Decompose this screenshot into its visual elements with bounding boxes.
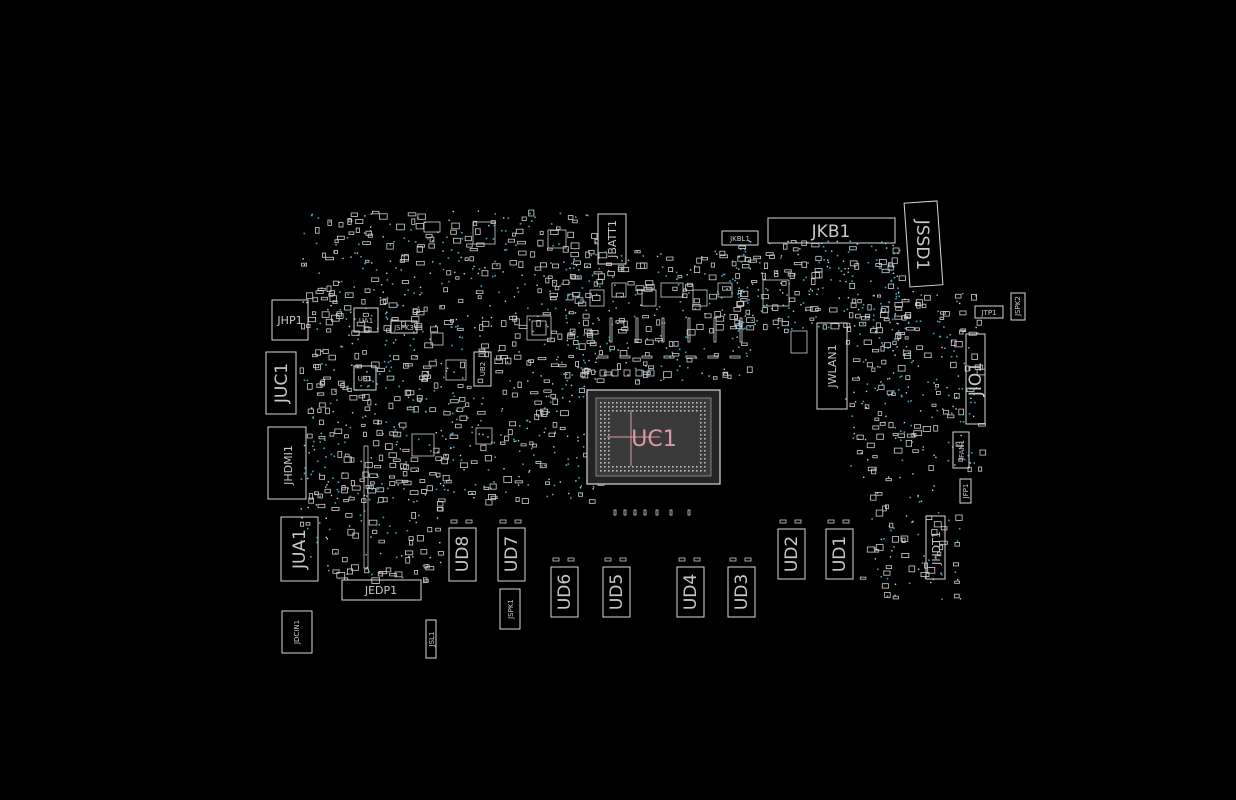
label-jbatt1: JBATT1 bbox=[606, 220, 619, 259]
component-jio1[interactable]: JIO1 bbox=[965, 333, 986, 425]
component-jhdmi1[interactable]: JHDMI1 bbox=[267, 426, 307, 500]
label-jspk1: JSPK1 bbox=[507, 599, 515, 620]
label-jhp1: JHP1 bbox=[276, 314, 302, 327]
small-parts-layer bbox=[299, 209, 987, 601]
label-ua1: UA1 bbox=[359, 317, 373, 325]
label-jdcin1: JDCIN1 bbox=[293, 620, 301, 645]
component-ua1[interactable]: UA1 bbox=[353, 307, 379, 333]
memory-chips: UD8 UD7 UD6 UD5 UD4 UD3 UD2 UD1 bbox=[448, 527, 854, 618]
label-ud1: UD1 bbox=[830, 536, 850, 572]
component-ud6[interactable]: UD6 bbox=[550, 566, 579, 618]
component-jwlan1[interactable]: JWLAN1 bbox=[816, 322, 848, 410]
label-juc1: JUC1 bbox=[272, 363, 292, 404]
component-jtp1[interactable]: JTP1 bbox=[974, 305, 1004, 319]
cpu-ball-grid bbox=[600, 402, 706, 472]
label-jhdt1: JHDT1 bbox=[930, 531, 943, 566]
component-jfp1[interactable]: JFP1 bbox=[959, 478, 972, 504]
label-ud6: UD6 bbox=[555, 574, 575, 610]
component-jedp1[interactable]: JEDP1 bbox=[341, 445, 422, 601]
label-ud2: UD2 bbox=[782, 536, 802, 572]
component-ud5[interactable]: UD5 bbox=[602, 566, 631, 618]
component-jspk3[interactable]: JSPK3 bbox=[390, 320, 418, 334]
label-ub2: UB2 bbox=[479, 362, 487, 376]
component-jkb1[interactable]: JKB1 bbox=[767, 217, 896, 244]
label-jssd1: JSSD1 bbox=[912, 219, 932, 271]
component-ud4[interactable]: UD4 bbox=[676, 566, 705, 618]
label-ud8: UD8 bbox=[453, 536, 473, 572]
component-ub1[interactable]: UB1 bbox=[353, 365, 377, 391]
label-jtp1: JTP1 bbox=[980, 309, 996, 317]
component-jdcin1[interactable]: JDCIN1 bbox=[281, 610, 313, 654]
cap-columns bbox=[450, 317, 850, 562]
label-jua1: JUA1 bbox=[290, 529, 310, 570]
label-jfp1: JFP1 bbox=[962, 484, 970, 500]
component-jssd1[interactable]: JSSD1 bbox=[903, 200, 944, 288]
component-ud2[interactable]: UD2 bbox=[777, 528, 806, 580]
component-ub2[interactable]: UB2 bbox=[473, 351, 492, 387]
label-jhdmi1: JHDMI1 bbox=[282, 445, 295, 486]
component-jsl1[interactable]: JSL1 bbox=[425, 619, 437, 659]
component-ud3[interactable]: UD3 bbox=[727, 566, 756, 618]
label-jspk2: JSPK2 bbox=[1014, 296, 1022, 317]
component-jspk1[interactable]: JSPK1 bbox=[499, 588, 521, 630]
label-jwlan1: JWLAN1 bbox=[826, 344, 839, 388]
component-ud8[interactable]: UD8 bbox=[448, 527, 477, 582]
component-jfan1[interactable]: JFAN1 bbox=[952, 431, 970, 469]
label-jkb1: JKB1 bbox=[811, 222, 851, 242]
label-ud4: UD4 bbox=[681, 574, 701, 610]
component-uc1[interactable]: UC1 bbox=[586, 389, 721, 485]
label-jkbl1: JKBL1 bbox=[729, 235, 750, 243]
label-jedp1: JEDP1 bbox=[364, 584, 397, 597]
component-juc1[interactable]: JUC1 bbox=[265, 351, 297, 415]
label-ud7: UD7 bbox=[502, 536, 522, 572]
label-jio1: JIO1 bbox=[966, 362, 986, 397]
component-jua1[interactable]: JUA1 bbox=[280, 516, 319, 582]
component-ud7[interactable]: UD7 bbox=[497, 527, 526, 582]
label-jsl1: JSL1 bbox=[428, 632, 436, 648]
component-jhp1[interactable]: JHP1 bbox=[271, 299, 309, 341]
label-uc1: UC1 bbox=[631, 427, 676, 452]
component-jspk2[interactable]: JSPK2 bbox=[1010, 292, 1026, 321]
misc-chips bbox=[411, 221, 808, 457]
component-jhdt1[interactable]: JHDT1 bbox=[925, 515, 946, 580]
label-ud3: UD3 bbox=[732, 574, 752, 610]
component-jbatt1[interactable]: JBATT1 bbox=[597, 213, 627, 265]
component-ud1[interactable]: UD1 bbox=[825, 528, 854, 580]
component-jkbl1[interactable]: JKBL1 bbox=[721, 230, 759, 246]
label-jspk3: JSPK3 bbox=[393, 324, 414, 332]
label-ub1: UB1 bbox=[358, 375, 372, 383]
label-ud5: UD5 bbox=[607, 574, 627, 610]
label-jfan1: JFAN1 bbox=[958, 440, 966, 461]
